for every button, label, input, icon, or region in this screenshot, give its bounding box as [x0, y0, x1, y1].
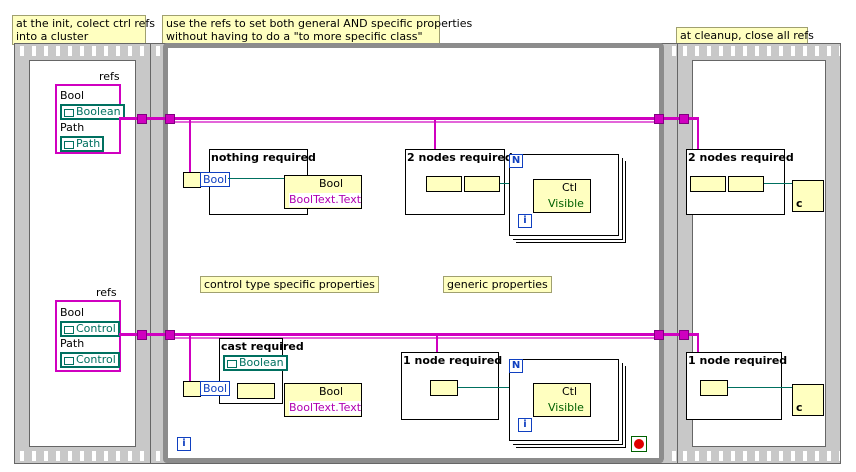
close-c: c: [796, 401, 803, 414]
cluster-item-path: Path: [60, 121, 85, 134]
loop-index-i: i: [518, 418, 532, 432]
wire-top-main: [119, 117, 699, 120]
prop-ctl: Ctl: [562, 181, 578, 194]
to-array-node: [728, 176, 764, 192]
refs-label-bottom: refs: [96, 286, 117, 299]
prop-visible: Visible: [548, 401, 584, 414]
unbundle-node: [690, 176, 726, 192]
cast-node: [237, 383, 275, 399]
struct-title: 1 node required: [403, 354, 503, 367]
property-node-ctl: Ctl Visible: [533, 179, 591, 213]
loop-count-N: N: [509, 359, 523, 373]
note-main: use the refs to set both general AND spe…: [162, 15, 472, 45]
prop-booltext: BoolText.Text: [289, 193, 362, 207]
prop-visible: Visible: [548, 197, 584, 210]
ref-path: Path: [60, 136, 105, 152]
boolean-constant: Boolean: [223, 355, 288, 371]
label-generic: generic properties: [443, 276, 552, 293]
prop-bool: Bool: [319, 385, 344, 398]
loop-iteration-terminal: i: [177, 437, 191, 451]
property-node-ctl-2: Ctl Visible: [533, 383, 591, 417]
property-node-bool-2: Bool BoolText.Text: [284, 383, 362, 417]
struct-title: cast required: [221, 340, 304, 353]
refs-cluster-top: Bool Boolean Path Path: [55, 84, 125, 154]
bool-terminal: Bool: [200, 172, 231, 187]
close-ref-node: c: [792, 384, 824, 416]
unbundle-node: [183, 381, 201, 397]
ref-control-1: Control: [60, 321, 120, 337]
wire-bottom-main: [119, 333, 699, 336]
note-init: at the init, colect ctrl refs into a clu…: [12, 15, 155, 45]
struct-title: nothing required: [211, 151, 316, 164]
unbundle-node: [183, 172, 201, 188]
struct-title: 2 nodes required: [688, 151, 794, 164]
label-control-specific: control type specific properties: [200, 276, 379, 293]
stop-terminal: [631, 436, 647, 452]
wire-top-2: [170, 121, 660, 123]
unbundle-node: [426, 176, 462, 192]
to-array-node: [700, 380, 728, 396]
loop-index-i: i: [518, 214, 532, 228]
prop-bool: Bool: [319, 177, 344, 190]
close-ref-node: c: [792, 180, 824, 212]
ref-boolean: Boolean: [60, 104, 125, 120]
property-node-bool: Bool BoolText.Text: [284, 175, 362, 209]
refs-cluster-bottom: Bool Control Path Control: [55, 300, 121, 372]
to-array-node: [464, 176, 500, 192]
cluster-item-path: Path: [60, 337, 85, 350]
prop-ctl: Ctl: [562, 385, 578, 398]
cluster-item-bool: Bool: [60, 89, 85, 102]
prop-booltext: BoolText.Text: [289, 401, 362, 415]
to-array-node: [430, 380, 458, 396]
bool-terminal: Bool: [200, 381, 231, 396]
struct-title: 1 node required: [688, 354, 788, 367]
close-c: c: [796, 197, 803, 210]
cluster-item-bool: Bool: [60, 306, 85, 319]
refs-label-top: refs: [99, 70, 120, 83]
note-cleanup: at cleanup, close all refs: [676, 27, 814, 44]
ref-control-2: Control: [60, 352, 120, 368]
struct-title: 2 nodes required: [407, 151, 513, 164]
loop-count-N: N: [509, 154, 523, 168]
